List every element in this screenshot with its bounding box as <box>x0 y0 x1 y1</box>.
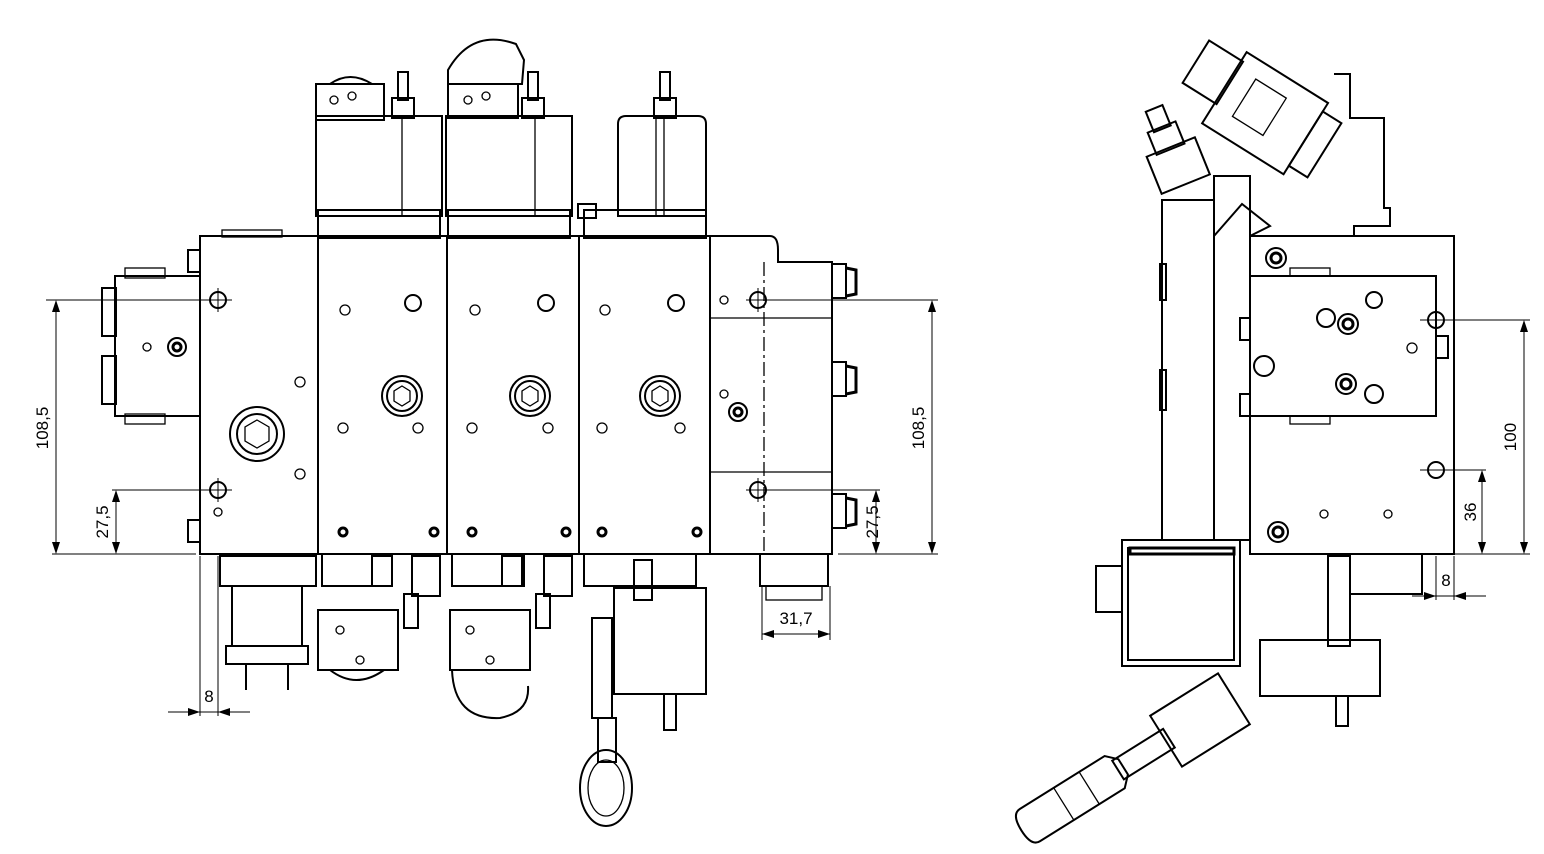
side-view: 100 36 8 <box>1014 39 1530 844</box>
right-end-block <box>710 235 858 601</box>
front-dimensions <box>46 288 938 716</box>
bottom-fittings <box>219 553 707 827</box>
dim-side-offset: 8 <box>1441 571 1450 590</box>
main-manifold <box>187 229 711 555</box>
dim-bottom-width: 31,7 <box>779 609 812 628</box>
dim-left-lower: 27,5 <box>93 505 112 538</box>
front-view: 108,5 27,5 108,5 27,5 31,7 8 <box>33 38 938 827</box>
top-solenoids <box>315 38 707 239</box>
dim-right-lower: 27,5 <box>863 505 882 538</box>
dim-right-total: 108,5 <box>909 407 928 450</box>
dim-side-lower: 36 <box>1461 503 1480 522</box>
left-side-block <box>101 267 201 425</box>
dim-left-total: 108,5 <box>33 407 52 450</box>
dim-bottom-offset: 8 <box>204 687 213 706</box>
dim-side-total: 100 <box>1501 423 1520 451</box>
